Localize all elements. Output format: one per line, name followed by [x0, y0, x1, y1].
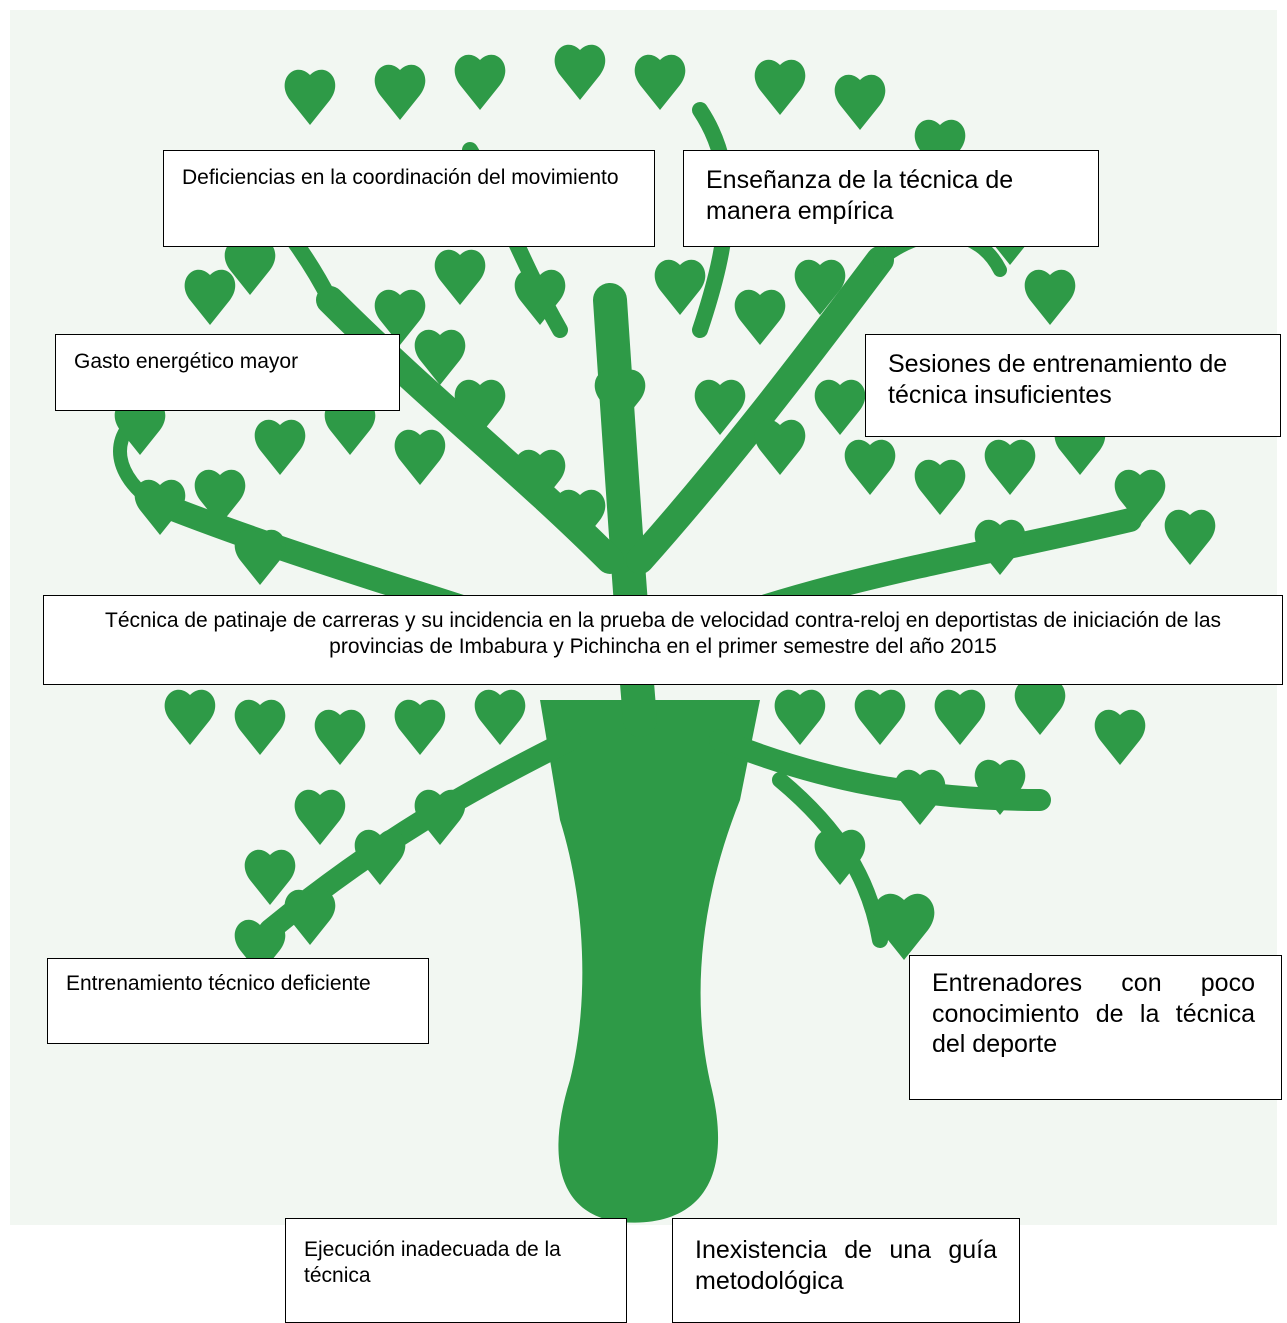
leaf: [914, 459, 966, 515]
leaf: [1114, 469, 1166, 525]
leaf: [814, 829, 866, 885]
branch-right-upper: [626, 246, 894, 574]
leaf: [354, 829, 406, 885]
tree-trunk: [540, 700, 760, 1223]
effect-box-coordination: Deficiencias en la coordinación del movi…: [163, 150, 655, 247]
leaf: [594, 369, 646, 425]
cause-text: Entrenadores con poco conocimiento de la…: [932, 969, 1255, 1058]
leaf: [634, 54, 686, 110]
leaf: [1164, 509, 1216, 565]
leaf: [1014, 679, 1066, 735]
leaf: [934, 689, 986, 745]
leaf: [224, 239, 276, 295]
leaf: [414, 789, 466, 845]
leaf: [454, 54, 506, 110]
cause-text: Entrenamiento técnico deficiente: [66, 972, 371, 995]
effect-text: Deficiencias en la coordinación del movi…: [182, 166, 619, 189]
central-problem-text: Técnica de patinaje de carreras y su inc…: [105, 609, 1221, 658]
cause-box-insufficient-sessions: Sesiones de entrenamiento de técnica ins…: [865, 334, 1281, 437]
leaf: [284, 69, 336, 125]
tree-shape: [113, 44, 1216, 1223]
cause-box-empirical-teaching: Enseñanza de la técnica de manera empíri…: [683, 150, 1099, 247]
leaf: [234, 529, 286, 585]
leaf: [324, 399, 376, 455]
tree-leaves: [114, 44, 1216, 975]
leaf: [374, 289, 426, 345]
leaf: [984, 439, 1036, 495]
leaf: [134, 479, 186, 535]
leaf: [844, 439, 896, 495]
leaf: [974, 759, 1026, 815]
leaf: [754, 419, 806, 475]
leaf: [873, 893, 935, 960]
leaf: [474, 689, 526, 745]
leaf: [434, 249, 486, 305]
leaf: [454, 379, 506, 435]
effect-box-energy: Gasto energético mayor: [55, 334, 400, 411]
leaf: [694, 379, 746, 435]
leaf: [194, 469, 246, 525]
cause-box-inadequate-execution: Ejecución inadecuada de la técnica: [285, 1218, 627, 1323]
leaf: [974, 519, 1026, 575]
cause-text: Ejecución inadecuada de la técnica: [304, 1238, 561, 1287]
leaf: [554, 489, 606, 545]
leaf: [284, 889, 336, 945]
leaf: [244, 849, 296, 905]
cause-text: Inexistencia de una guía metodológica: [695, 1236, 997, 1295]
leaf: [754, 59, 806, 115]
leaf: [894, 769, 946, 825]
cause-box-coaches-knowledge: Entrenadores con poco conocimiento de la…: [909, 955, 1282, 1100]
leaf: [294, 789, 346, 845]
leaf: [234, 919, 286, 975]
leaf: [234, 699, 286, 755]
effect-text: Gasto energético mayor: [74, 350, 299, 373]
leaf: [834, 74, 886, 130]
leaf: [654, 259, 706, 315]
leaf: [1024, 269, 1076, 325]
leaf: [1094, 709, 1146, 765]
leaf: [514, 449, 566, 505]
leaf: [854, 689, 906, 745]
cause-box-no-guide: Inexistencia de una guía metodológica: [672, 1218, 1020, 1323]
leaf: [794, 259, 846, 315]
cause-text: Enseñanza de la técnica de manera empíri…: [706, 166, 1014, 225]
cause-box-deficient-training: Entrenamiento técnico deficiente: [47, 958, 429, 1044]
leaf: [314, 709, 366, 765]
leaf: [414, 329, 466, 385]
leaf: [814, 379, 866, 435]
leaf: [514, 269, 566, 325]
cause-text: Sesiones de entrenamiento de técnica ins…: [888, 350, 1228, 409]
leaf: [914, 119, 966, 175]
leaf: [554, 44, 606, 100]
leaf: [114, 399, 166, 455]
leaf: [734, 289, 786, 345]
leaf: [394, 699, 446, 755]
central-problem-box: Técnica de patinaje de carreras y su inc…: [43, 595, 1283, 685]
leaf: [774, 689, 826, 745]
leaf: [184, 269, 236, 325]
leaf: [374, 64, 426, 120]
leaf: [394, 429, 446, 485]
leaf: [164, 689, 216, 745]
leaf: [254, 419, 306, 475]
